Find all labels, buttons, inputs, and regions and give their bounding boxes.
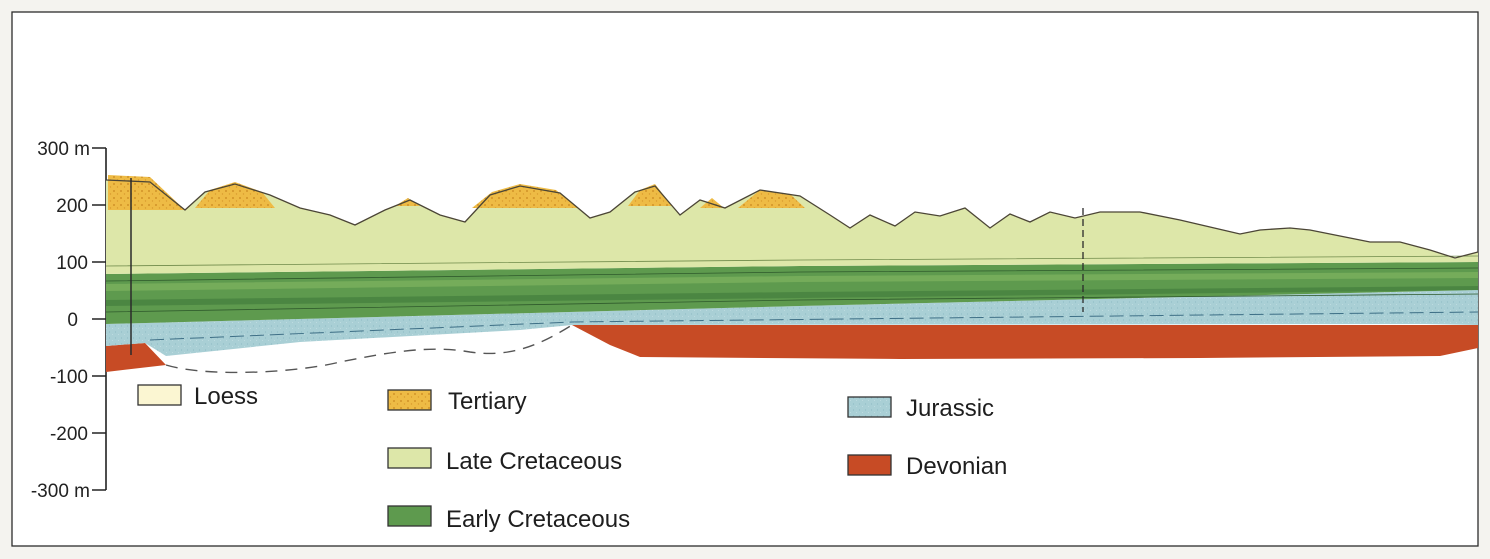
- legend-swatch-jurassic: [848, 397, 891, 417]
- tick-label-minus-200: -200: [50, 424, 88, 445]
- legend-label-jurassic: Jurassic: [906, 395, 994, 422]
- tick-label-300m: 300 m: [37, 139, 90, 160]
- legend-label-early-cretaceous: Early Cretaceous: [446, 506, 630, 533]
- legend-label-loess: Loess: [194, 383, 258, 410]
- legend-label-late-cretaceous: Late Cretaceous: [446, 448, 622, 475]
- tick-label-200: 200: [56, 196, 88, 217]
- tick-label-100: 100: [56, 253, 88, 274]
- legend-label-tertiary: Tertiary: [448, 388, 527, 415]
- legend-swatch-tertiary: [388, 390, 431, 410]
- legend-swatch-devonian: [848, 455, 891, 475]
- legend-swatch-loess: [138, 385, 181, 405]
- tick-label-minus-100: -100: [50, 367, 88, 388]
- devonian-layer-main: [572, 325, 1478, 359]
- tick-label-minus-300m: -300 m: [31, 481, 90, 502]
- tick-label-0: 0: [67, 310, 78, 331]
- legend-swatch-late-cretaceous: [388, 448, 431, 468]
- legend-swatch-early-cretaceous: [388, 506, 431, 526]
- legend-label-devonian: Devonian: [906, 453, 1007, 480]
